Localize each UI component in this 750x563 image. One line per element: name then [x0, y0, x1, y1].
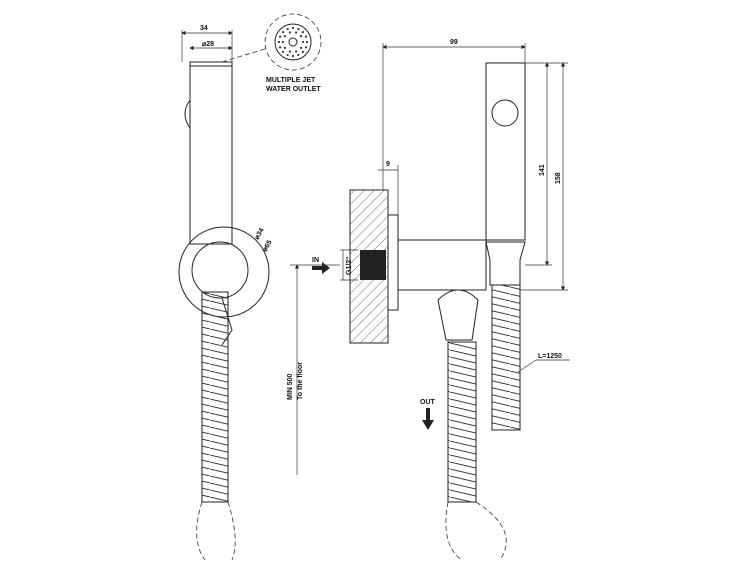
jet-hole	[294, 50, 298, 53]
jet-hole	[283, 35, 287, 38]
outlet-arrow-icon	[422, 408, 434, 430]
jet-hole	[288, 31, 292, 34]
dim-diameter-28: ⌀28	[202, 41, 214, 48]
jet-hole	[291, 54, 295, 58]
dim-diameter-34: ⌀34	[254, 227, 266, 241]
jet-hole	[282, 50, 285, 53]
jet-hole	[299, 35, 303, 38]
outlet-label-2: WATER OUTLET	[266, 86, 321, 93]
button	[184, 98, 191, 130]
jet-hole	[278, 35, 282, 38]
dim-9: 9	[386, 161, 390, 168]
dim-141: 141	[539, 164, 546, 176]
jet-hole	[301, 50, 304, 53]
dim-99: 99	[450, 39, 458, 46]
jet-hole	[304, 46, 308, 49]
front-view: 34 ⌀28 MULTIPLE JET WATER OUTLET ⌀34 ⌀65	[178, 13, 322, 561]
jet-hole	[282, 31, 285, 34]
jet-hole	[294, 31, 298, 34]
jet-hole	[277, 40, 281, 44]
inlet-label: IN	[312, 257, 319, 264]
handshower-side	[485, 62, 526, 241]
jet-hole	[281, 40, 285, 44]
dim-hose-length: L=1250	[538, 353, 562, 360]
outlet-label-1: MULTIPLE JET	[266, 77, 316, 84]
jet-hole	[291, 26, 295, 30]
outlet-hose	[447, 341, 477, 503]
jet-hole	[305, 40, 309, 44]
min-height-label-1: MIN 500	[287, 373, 294, 400]
jet-hole	[297, 53, 300, 57]
holder-ring	[191, 241, 249, 299]
dim-thread: G1/2"	[346, 257, 353, 276]
jet-hole	[301, 31, 304, 34]
jet-hole	[299, 46, 303, 49]
handshower-hose	[491, 284, 521, 431]
dim-diameter-65: ⌀65	[262, 239, 274, 253]
jet-hole	[286, 53, 289, 57]
jet-hole	[288, 50, 292, 53]
jet-hole	[304, 35, 308, 38]
hose	[201, 291, 229, 503]
handshower-body	[189, 61, 233, 245]
side-view: 99 9 141 158 L=1250 G1/2" IN MIN 500 To …	[287, 39, 570, 561]
jet-hole	[297, 27, 300, 31]
elbow-body	[397, 239, 487, 291]
thread	[360, 250, 386, 280]
button-side	[491, 99, 519, 127]
min-height-label-2: To the floor	[297, 362, 304, 400]
jet-hole	[283, 46, 287, 49]
jet-hole	[286, 27, 289, 31]
dim-158: 158	[555, 172, 562, 184]
jet-hole	[301, 40, 305, 44]
dim-34: 34	[200, 25, 208, 32]
outlet-label: OUT	[420, 399, 436, 406]
nozzle-detail	[264, 13, 322, 71]
jet-hole	[278, 46, 282, 49]
